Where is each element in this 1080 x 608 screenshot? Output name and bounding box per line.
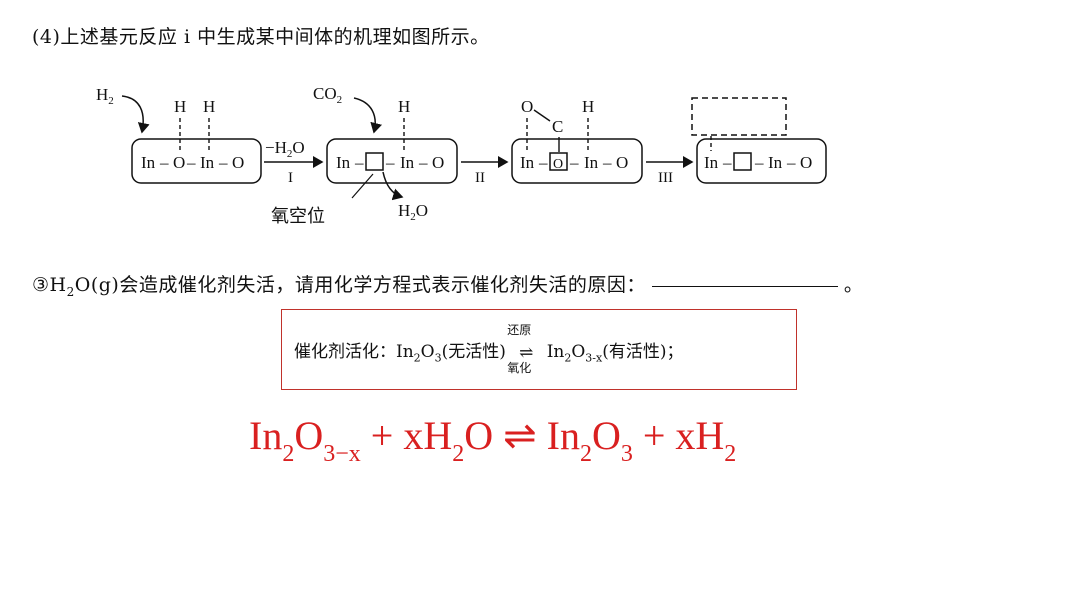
answer-equation: In2O3−x + xH2O ⇌ In2O3 + xH2 bbox=[249, 413, 737, 467]
stage1-o2: O bbox=[232, 153, 244, 172]
oxygen-vacancy-square bbox=[365, 152, 384, 171]
stage1-in2: In bbox=[200, 153, 215, 172]
svg-text:O: O bbox=[432, 153, 444, 172]
step1-label: I bbox=[288, 170, 293, 186]
stage1-box bbox=[131, 138, 262, 184]
svg-text:–: – bbox=[385, 153, 395, 172]
svg-text:–: – bbox=[722, 153, 732, 172]
stage1-h1: H bbox=[174, 97, 186, 116]
svg-text:–: – bbox=[602, 153, 612, 172]
water-out-arrow bbox=[382, 171, 404, 201]
stage3-box bbox=[511, 138, 643, 184]
stage1-h2: H bbox=[203, 97, 215, 116]
stage1-dash2: – bbox=[186, 153, 196, 172]
svg-text:–: – bbox=[786, 153, 796, 172]
catalyst-activation-box: 催化剂活化：In2O3(无活性) 还原 ⇌ 氧化 In2O3-x(有活性)； bbox=[281, 309, 797, 390]
svg-text:–: – bbox=[354, 153, 364, 172]
step2-label: II bbox=[475, 170, 485, 186]
stage3-h: H bbox=[582, 97, 594, 116]
svg-text:In: In bbox=[336, 153, 351, 172]
svg-text:In: In bbox=[768, 153, 783, 172]
reactant-co2: CO2 bbox=[313, 84, 342, 106]
reactant-h2: H2 bbox=[96, 85, 114, 107]
svg-text:–: – bbox=[569, 153, 579, 172]
stage3-c: C bbox=[552, 117, 563, 136]
step3-label: III bbox=[658, 170, 673, 186]
stage1-dash1: – bbox=[159, 153, 169, 172]
stage1-in1: In bbox=[141, 153, 156, 172]
stage1-o1: O bbox=[173, 153, 185, 172]
equilibrium-arrow: ⇌ bbox=[503, 413, 537, 458]
stage2-box bbox=[326, 138, 458, 184]
co2-arrow bbox=[353, 97, 382, 134]
activation-equation: 催化剂活化：In2O3(无活性) 还原 ⇌ 氧化 In2O3-x(有活性)； bbox=[294, 322, 684, 375]
svg-text:In: In bbox=[584, 153, 599, 172]
stage3-o: O bbox=[521, 97, 533, 116]
stage4-box bbox=[696, 138, 827, 184]
svg-text:O: O bbox=[616, 153, 628, 172]
h2-arrow bbox=[121, 95, 150, 134]
water-out: H2O bbox=[398, 201, 428, 223]
redox-arrow: 还原 ⇌ 氧化 bbox=[507, 322, 534, 375]
svg-text:In: In bbox=[520, 153, 535, 172]
svg-text:O: O bbox=[800, 153, 812, 172]
vacancy-label: 氧空位 bbox=[271, 206, 325, 227]
minus-water: −H2O bbox=[265, 138, 305, 160]
unknown-intermediate-box bbox=[691, 97, 787, 136]
stage1-dash3: – bbox=[218, 153, 228, 172]
answer-blank[interactable] bbox=[651, 286, 838, 287]
svg-text:–: – bbox=[418, 153, 428, 172]
question3-text: ③H2O(g)会造成催化剂失活，请用化学方程式表示催化剂失活的原因：。 bbox=[32, 274, 864, 299]
svg-text:In: In bbox=[400, 153, 415, 172]
svg-text:–: – bbox=[538, 153, 548, 172]
question-title: (4)上述基元反应 i 中生成某中间体的机理如图所示。 bbox=[32, 26, 490, 48]
svg-text:O: O bbox=[553, 157, 563, 172]
svg-text:In: In bbox=[704, 153, 719, 172]
stage2-h: H bbox=[398, 97, 410, 116]
svg-text:–: – bbox=[754, 153, 764, 172]
